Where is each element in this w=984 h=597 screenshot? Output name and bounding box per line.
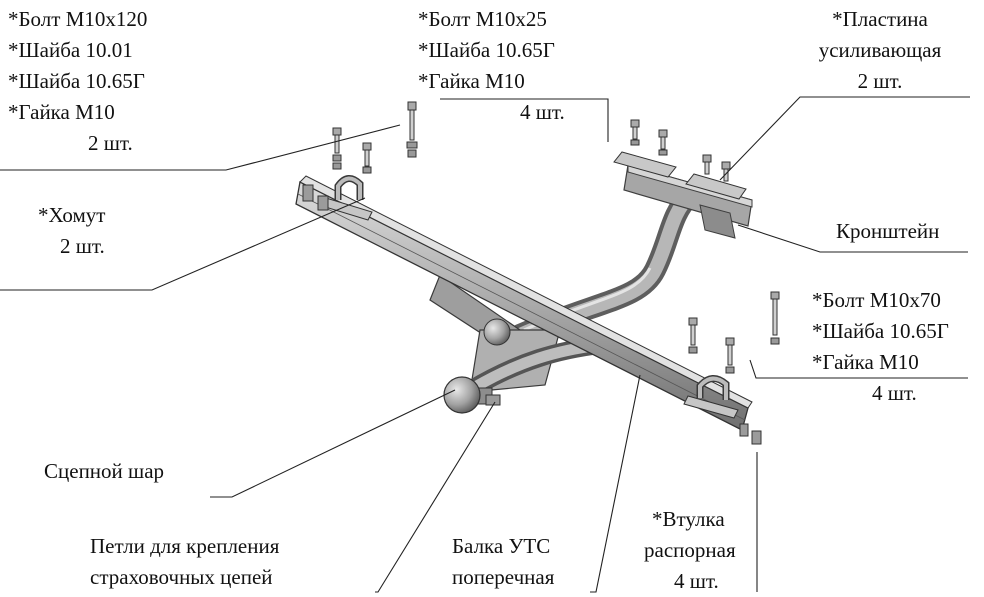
clamps <box>321 175 739 419</box>
label-bolt-m10x70: *Болт М10х70 *Шайба 10.65Г *Гайка М10 4 … <box>812 285 949 409</box>
label-line: Балка УТС <box>452 534 551 558</box>
label-qty: 4 шт. <box>674 569 719 593</box>
label-qty: 2 шт. <box>60 234 105 258</box>
leader-lines <box>0 96 970 593</box>
label-line: *Гайка М10 <box>8 100 115 124</box>
label-line: распорная <box>644 538 736 562</box>
label-line: поперечная <box>452 565 555 589</box>
label-line: *Втулка <box>652 507 725 531</box>
label-line: *Пластина <box>832 7 928 31</box>
label-line: Петли для крепления <box>90 534 280 558</box>
label-line: *Болт М10х70 <box>812 288 941 312</box>
bolts <box>332 101 780 374</box>
label-cross-beam: Балка УТС поперечная <box>452 531 554 593</box>
label-qty: 4 шт. <box>520 100 565 124</box>
label-line: Сцепной шар <box>44 459 165 483</box>
label-line: *Шайба 10.01 <box>8 38 133 62</box>
label-clamp: *Хомут 2 шт. <box>38 200 105 262</box>
bracket <box>623 164 753 239</box>
label-line: *Гайка М10 <box>812 350 919 374</box>
label-qty: 2 шт. <box>857 69 903 93</box>
spacer-bushings <box>302 184 762 445</box>
label-spacer: *Втулка распорная 4 шт. <box>644 504 736 597</box>
label-line: усиливающая <box>818 38 942 62</box>
label-chain-loops: Петли для крепления страховочных цепей <box>90 531 279 593</box>
label-reinforcing-plate: *Пластина усиливающая 2 шт. <box>800 4 960 97</box>
label-bolt-m10x120: *Болт М10х120 *Шайба 10.01 *Шайба 10.65Г… <box>8 4 147 159</box>
label-line: *Хомут <box>38 203 106 227</box>
label-qty: 4 шт. <box>872 381 917 405</box>
label-qty: 2 шт. <box>88 131 133 155</box>
label-line: *Гайка М10 <box>418 69 525 93</box>
label-line: *Шайба 10.65Г <box>8 69 145 93</box>
label-bolt-m10x25: *Болт М10х25 *Шайба 10.65Г *Гайка М10 4 … <box>418 4 565 128</box>
label-bracket: Кронштейн <box>836 216 939 247</box>
label-line: Кронштейн <box>836 219 940 243</box>
label-line: *Шайба 10.65Г <box>812 319 949 343</box>
label-hitch-ball: Сцепной шар <box>44 456 164 487</box>
label-line: *Болт М10х120 <box>8 7 148 31</box>
label-line: *Шайба 10.65Г <box>418 38 555 62</box>
hitch-ball <box>443 318 511 414</box>
label-line: страховочных цепей <box>90 565 273 589</box>
reinforcing-plates <box>613 151 747 200</box>
label-line: *Болт М10х25 <box>418 7 547 31</box>
